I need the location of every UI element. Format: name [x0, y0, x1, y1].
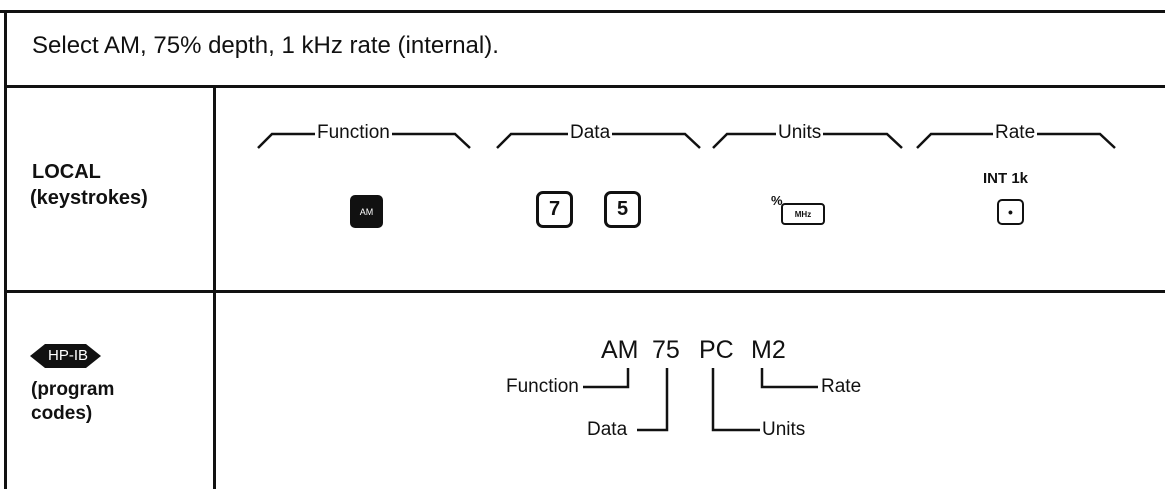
hpib-subheading-1: (program [31, 379, 115, 400]
data-group-label: Data [568, 122, 613, 144]
rate-group-label: Rate [993, 122, 1038, 144]
row-divider [4, 290, 1165, 293]
rate-dot-key: • [997, 199, 1024, 225]
function-group-label: Function [315, 122, 392, 144]
am-key: AM [350, 195, 383, 228]
digit-5-key: 5 [604, 191, 641, 228]
code-data: 75 [652, 336, 680, 364]
local-subheading: (keystrokes) [30, 187, 148, 209]
percent-sign: % [771, 193, 783, 208]
code-function: AM [601, 336, 639, 364]
units-group-label: Units [776, 122, 824, 144]
digit-7-key: 7 [536, 191, 573, 228]
callout-rate: Rate [821, 376, 862, 397]
column-divider [213, 86, 216, 489]
mhz-key: MHz [781, 203, 825, 225]
code-rate: M2 [751, 336, 786, 364]
local-heading: LOCAL [32, 161, 101, 183]
rate-caption: INT 1k [983, 170, 1029, 187]
hpib-logo-text: HP-IB [48, 347, 89, 364]
page-title: Select AM, 75% depth, 1 kHz rate (intern… [32, 32, 499, 59]
callout-function: Function [506, 376, 579, 397]
callout-units: Units [762, 419, 806, 440]
callout-data: Data [587, 419, 628, 440]
table-top-border [0, 10, 1165, 13]
title-divider [4, 85, 1165, 88]
table-left-border [4, 10, 7, 489]
code-units: PC [699, 336, 734, 364]
hpib-subheading-2: codes) [31, 403, 93, 424]
